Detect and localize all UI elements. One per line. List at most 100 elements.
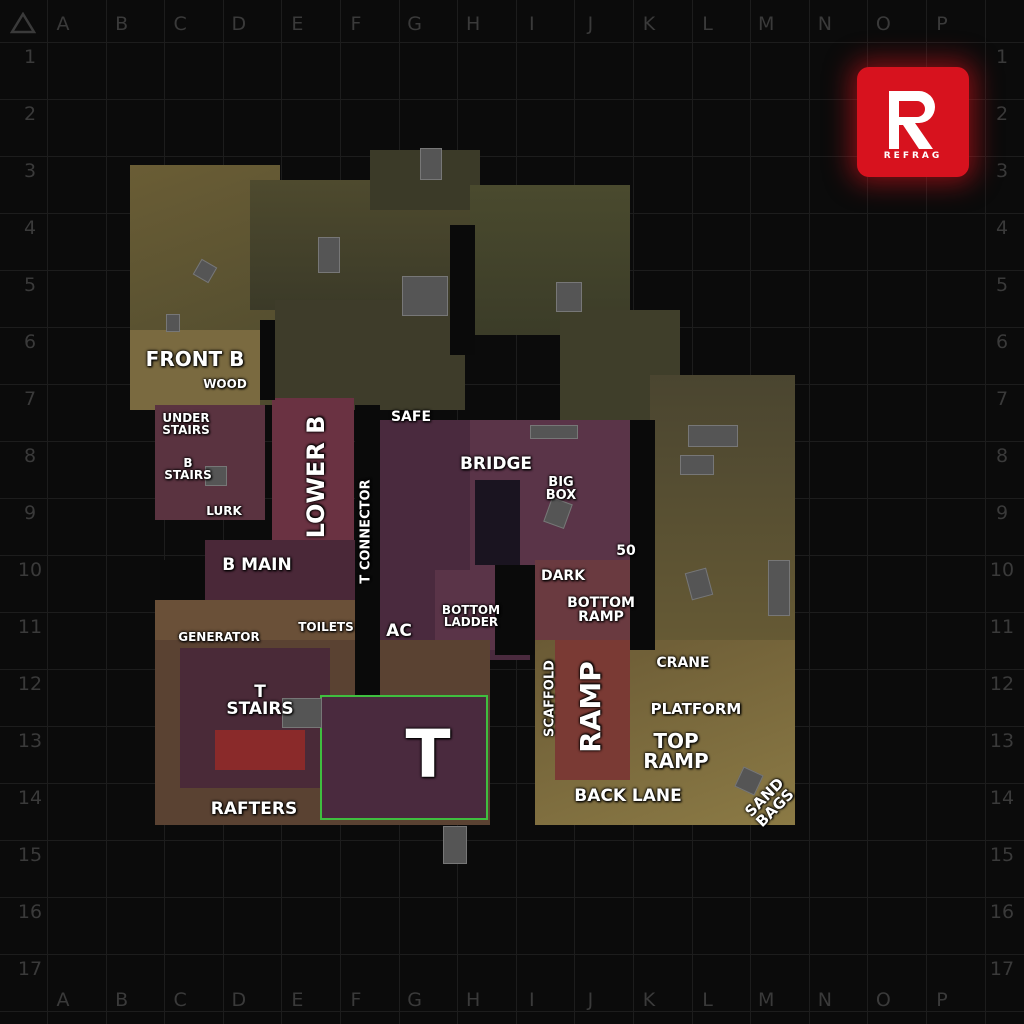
grid-row-label: 16 bbox=[989, 901, 1015, 923]
triangle-icon bbox=[10, 12, 36, 34]
grid-line-vertical bbox=[47, 0, 48, 1024]
grid-line-vertical bbox=[926, 0, 927, 1024]
callout-dark: DARK bbox=[540, 568, 586, 584]
grid-column-label: B bbox=[115, 989, 129, 1011]
prop-box bbox=[282, 698, 322, 728]
region-bridge-gap bbox=[475, 480, 520, 565]
region-front-b bbox=[130, 330, 260, 410]
grid-column-label: D bbox=[231, 989, 247, 1011]
grid-line-horizontal bbox=[0, 1011, 1024, 1012]
grid-row-label: 12 bbox=[17, 673, 43, 695]
grid-row-label: 7 bbox=[23, 388, 37, 410]
grid-row-label: 3 bbox=[23, 160, 37, 182]
grid-column-label: N bbox=[817, 13, 832, 35]
wall bbox=[355, 405, 380, 695]
grid-row-label: 11 bbox=[17, 616, 43, 638]
grid-column-label: K bbox=[642, 13, 656, 35]
grid-column-label: P bbox=[936, 989, 948, 1011]
refrag-logo-text: REFRAG bbox=[883, 151, 943, 161]
wall bbox=[450, 225, 475, 355]
grid-row-label: 8 bbox=[23, 445, 37, 467]
callout-ramp: RAMP bbox=[574, 661, 607, 753]
grid-column-label: E bbox=[291, 989, 304, 1011]
grid-row-label: 9 bbox=[995, 502, 1009, 524]
grid-line-horizontal bbox=[0, 897, 1024, 898]
callout-b-main: B MAIN bbox=[222, 555, 292, 575]
grid-row-label: 1 bbox=[23, 46, 37, 68]
grid-row-label: 10 bbox=[989, 559, 1015, 581]
grid-row-label: 3 bbox=[995, 160, 1009, 182]
region-t-spawn bbox=[320, 695, 488, 820]
grid-row-label: 11 bbox=[989, 616, 1015, 638]
grid-line-horizontal bbox=[0, 726, 1024, 727]
refrag-logo[interactable]: REFRAG bbox=[857, 67, 969, 177]
callout-platform: PLATFORM bbox=[650, 700, 742, 718]
callout-ac: AC bbox=[386, 621, 412, 641]
grid-column-label: P bbox=[936, 13, 948, 35]
grid-row-label: 7 bbox=[995, 388, 1009, 410]
callout-back-lane: BACK LANE bbox=[574, 786, 682, 806]
grid-line-horizontal bbox=[0, 669, 1024, 670]
grid-column-label: K bbox=[642, 989, 656, 1011]
grid-row-label: 12 bbox=[989, 673, 1015, 695]
prop-box bbox=[166, 314, 180, 332]
grid-column-label: M bbox=[757, 13, 775, 35]
grid-line-vertical bbox=[105, 0, 107, 1024]
grid-row-label: 14 bbox=[989, 787, 1015, 809]
grid-column-label: F bbox=[350, 13, 362, 35]
grid-row-label: 10 bbox=[17, 559, 43, 581]
grid-row-label: 8 bbox=[995, 445, 1009, 467]
prop-box bbox=[768, 560, 790, 616]
callout-fifty: 50 bbox=[616, 543, 636, 559]
grid-column-label: C bbox=[173, 989, 187, 1011]
grid-column-label: N bbox=[817, 989, 832, 1011]
grid-row-label: 4 bbox=[995, 217, 1009, 239]
grid-row-label: 15 bbox=[17, 844, 43, 866]
callout-rafters: RAFTERS bbox=[210, 799, 298, 819]
grid-line-horizontal bbox=[0, 99, 1024, 100]
grid-column-label: A bbox=[56, 13, 70, 35]
grid-row-label: 9 bbox=[23, 502, 37, 524]
grid-column-label: J bbox=[587, 13, 594, 35]
grid-row-label: 13 bbox=[17, 730, 43, 752]
callout-safe: SAFE bbox=[390, 409, 432, 425]
region-b-main bbox=[205, 540, 355, 600]
grid-row-label: 4 bbox=[23, 217, 37, 239]
prop-box bbox=[205, 466, 227, 486]
wall bbox=[260, 320, 275, 400]
refrag-logo-icon bbox=[889, 91, 935, 149]
callout-t-spawn: T bbox=[405, 716, 451, 793]
callout-top-ramp: TOP RAMP bbox=[643, 729, 709, 773]
callout-toilets: TOILETS bbox=[298, 620, 354, 634]
grid-column-label: F bbox=[350, 989, 362, 1011]
prop-box bbox=[688, 425, 738, 447]
grid-row-label: 1 bbox=[995, 46, 1009, 68]
grid-column-label: L bbox=[702, 13, 713, 35]
callout-crane: CRANE bbox=[656, 655, 710, 671]
grid-column-label: L bbox=[702, 989, 713, 1011]
prop-box bbox=[443, 826, 467, 864]
grid-line-horizontal bbox=[0, 840, 1024, 841]
callout-bridge: BRIDGE bbox=[459, 454, 533, 474]
grid-row-label: 5 bbox=[995, 274, 1009, 296]
callout-lurk: LURK bbox=[206, 504, 242, 518]
grid-row-label: 6 bbox=[23, 331, 37, 353]
grid-line-horizontal bbox=[0, 156, 1024, 157]
grid-row-label: 17 bbox=[989, 958, 1015, 980]
callout-big-box: BIG BOX bbox=[545, 475, 577, 503]
grid-row-label: 16 bbox=[17, 901, 43, 923]
prop-box bbox=[530, 425, 578, 439]
grid-row-label: 15 bbox=[989, 844, 1015, 866]
prop-box bbox=[556, 282, 582, 312]
grid-line-vertical bbox=[984, 0, 986, 1024]
grid-line-horizontal bbox=[0, 954, 1024, 955]
grid-column-label: E bbox=[291, 13, 304, 35]
wall bbox=[630, 420, 655, 650]
grid-column-label: J bbox=[587, 989, 594, 1011]
grid-row-label: 17 bbox=[17, 958, 43, 980]
prop-box bbox=[420, 148, 442, 180]
callout-t-stairs: T STAIRS bbox=[226, 682, 294, 719]
callout-wood: WOOD bbox=[203, 377, 247, 391]
prop-box bbox=[680, 455, 714, 475]
callout-scaffold: SCAFFOLD bbox=[542, 660, 558, 737]
